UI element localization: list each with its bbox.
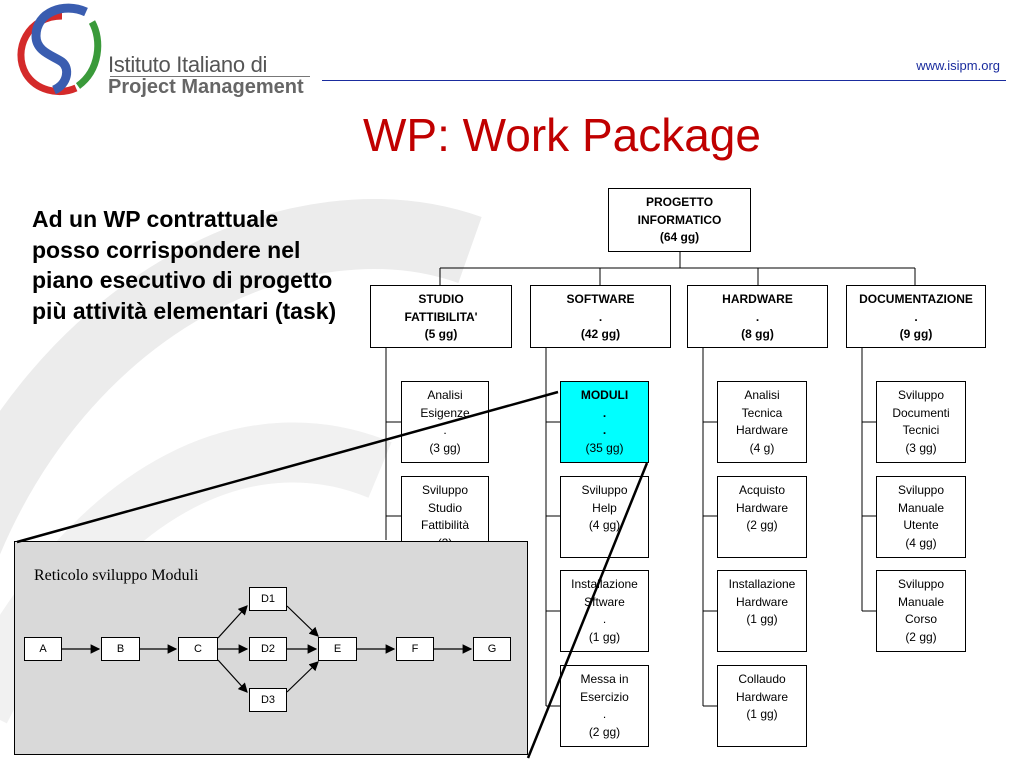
reticolo-node-d1: D1 — [249, 587, 287, 611]
slide-body-text: Ad un WP contrattuale posso corrisponder… — [32, 206, 337, 324]
header-rule — [322, 80, 1006, 81]
reticolo-node-d2: D2 — [249, 637, 287, 661]
reticolo-node-f: F — [396, 637, 434, 661]
isipm-logo-icon — [17, 3, 102, 95]
wbs-hardware-box: HARDWARE.(8 gg) — [687, 285, 828, 348]
reticolo-node-e: E — [318, 637, 357, 661]
logo-line2: Project Management — [108, 76, 304, 98]
reticolo-node-d3: D3 — [249, 688, 287, 712]
wbs-task-moduli: MODULI..(35 gg) — [560, 381, 649, 463]
reticolo-title: Reticolo sviluppo Moduli — [34, 567, 199, 584]
wbs-software-box: SOFTWARE.(42 gg) — [530, 285, 671, 348]
logo-line1: Istituto Italiano di — [108, 52, 268, 77]
reticolo-node-g: G — [473, 637, 511, 661]
website-link[interactable]: www.isipm.org — [916, 58, 1000, 73]
reticolo-node-b: B — [101, 637, 140, 661]
reticolo-node-c: C — [178, 637, 218, 661]
logo-divider — [110, 76, 310, 77]
wbs-documentazione-box: DOCUMENTAZIONE.(9 gg) — [846, 285, 986, 348]
reticolo-node-a: A — [24, 637, 62, 661]
slide-title: WP: Work Package — [363, 109, 761, 161]
